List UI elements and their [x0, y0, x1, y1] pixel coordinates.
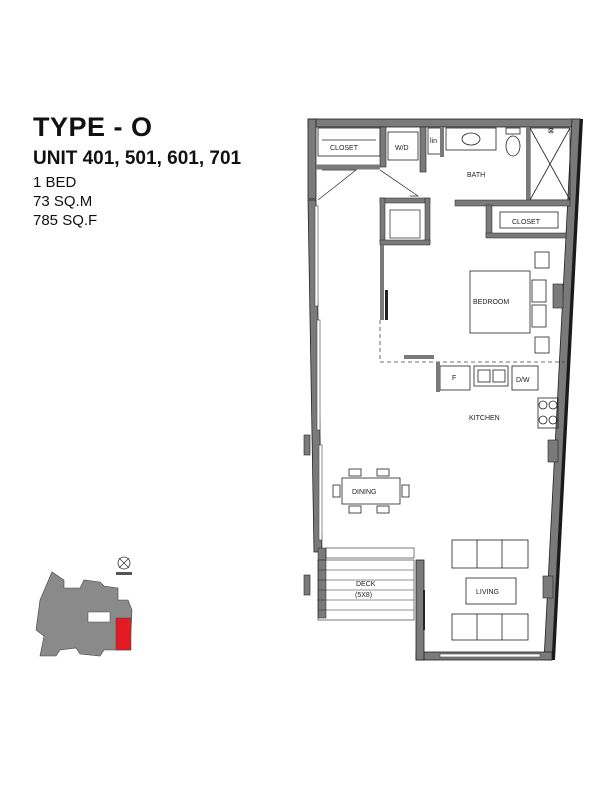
toilet-tank	[505, 127, 521, 135]
bedroom-door-slider	[385, 290, 388, 320]
chair-3	[348, 505, 362, 514]
wall-bath-bottom	[454, 199, 571, 207]
compass-scale	[116, 572, 132, 575]
chair-5	[332, 484, 341, 498]
window-bottom	[439, 653, 541, 658]
label-fridge: F	[452, 375, 456, 382]
room-label-bath: BATH	[467, 172, 485, 179]
room-label-wd: W/D	[395, 145, 409, 152]
hall-closet	[389, 209, 421, 239]
bedroom-boundary-dashed	[379, 320, 565, 363]
wall-kitchen-left	[436, 362, 440, 392]
bed-frame	[469, 270, 531, 334]
nightstand-2	[534, 336, 550, 354]
unit-numbers: UNIT 401, 501, 601, 701	[33, 148, 242, 169]
dining-table	[341, 477, 401, 505]
wall-bump-right-3	[542, 575, 554, 599]
wall-bedroom-stub	[404, 355, 434, 359]
room-label-closet-bed: CLOSET	[512, 219, 541, 226]
compass-small: ⊠	[548, 128, 554, 135]
wall-hall-bottom	[379, 239, 431, 246]
deck-railing-top	[325, 547, 415, 559]
entry-door-swing	[379, 169, 420, 197]
wall-hall-top	[379, 197, 431, 204]
sofa-bottom	[451, 613, 529, 641]
key-plan-courtyard	[87, 611, 111, 623]
kitchen-sink	[473, 365, 509, 387]
cooktop	[537, 397, 559, 429]
unit-type-title: TYPE - O	[33, 112, 153, 142]
toilet-bowl	[505, 135, 521, 157]
room-label-deck: DECK	[356, 581, 376, 588]
room-label-closet-top: CLOSET	[330, 145, 359, 152]
wall-hall-right	[424, 197, 431, 244]
vanity	[445, 127, 497, 151]
window-left-2	[316, 319, 321, 431]
room-label-linen: lin	[430, 138, 437, 145]
wall-hall-left	[379, 197, 386, 244]
room-label-deck-size: (5X8)	[355, 592, 372, 599]
wall-bump-left	[303, 434, 311, 456]
nightstand-1	[534, 251, 550, 269]
room-label-dining: DINING	[352, 489, 377, 496]
coffee-table	[465, 577, 517, 605]
wall-right-outline	[552, 119, 583, 660]
wall-deck-right	[415, 559, 425, 661]
chair-6	[401, 484, 410, 498]
burner-4	[548, 415, 558, 425]
wall-closet-bed-bottom	[485, 232, 567, 239]
chair-1	[348, 468, 362, 477]
pillow-1	[531, 279, 547, 303]
wall-bump-deck	[303, 574, 311, 596]
windows	[314, 205, 541, 658]
sink	[461, 132, 481, 146]
pillow-2	[531, 304, 547, 328]
dining-set	[332, 468, 410, 514]
wall-shower-left	[526, 127, 530, 205]
burner-2	[548, 400, 558, 410]
key-plan	[35, 556, 133, 657]
bedroom-count: 1 BED	[33, 174, 77, 191]
compass-icon	[117, 556, 131, 570]
dishwasher	[511, 365, 539, 391]
area-metric: 73 SQ.M	[33, 193, 93, 210]
wall-closet-bed-left	[485, 204, 493, 238]
unit-header: TYPE - O UNIT 401, 501, 601, 701 1 BED 7…	[33, 112, 241, 230]
bathroom	[445, 127, 571, 201]
bed	[469, 251, 550, 354]
label-dishwasher: D/W	[516, 377, 530, 384]
deck	[317, 547, 415, 621]
wall-bath-left	[440, 127, 444, 157]
closet-bed-box	[499, 211, 559, 229]
sink-basin-1	[477, 369, 491, 383]
wall-bump-right-1	[552, 283, 564, 309]
key-plan-unit-highlight	[115, 617, 132, 651]
wd-box	[387, 131, 419, 161]
sofa-top	[451, 539, 529, 569]
window-left-3	[318, 444, 323, 541]
room-label-living: LIVING	[476, 589, 499, 596]
wall-deck-left	[317, 547, 327, 619]
burner-1	[538, 400, 548, 410]
room-label-kitchen: KITCHEN	[469, 415, 500, 422]
wall-left-upper	[307, 118, 317, 200]
area-imperial: 785 SQ.F	[33, 212, 98, 229]
wall-closet-divider	[379, 126, 387, 168]
wall-wd-divider	[419, 126, 427, 173]
wall-top	[307, 118, 581, 128]
shower-diag-2	[529, 127, 571, 201]
living-furniture	[451, 539, 529, 641]
chair-2	[376, 468, 390, 477]
burner-3	[538, 415, 548, 425]
wall-bump-right-2	[547, 439, 559, 463]
chair-4	[376, 505, 390, 514]
key-plan-building	[35, 571, 133, 657]
sink-basin-2	[492, 369, 506, 383]
window-left-1	[314, 205, 319, 307]
wall-bedroom-left	[380, 245, 384, 320]
closet-door-swing	[317, 169, 358, 201]
room-label-bedroom: BEDROOM	[473, 299, 509, 306]
